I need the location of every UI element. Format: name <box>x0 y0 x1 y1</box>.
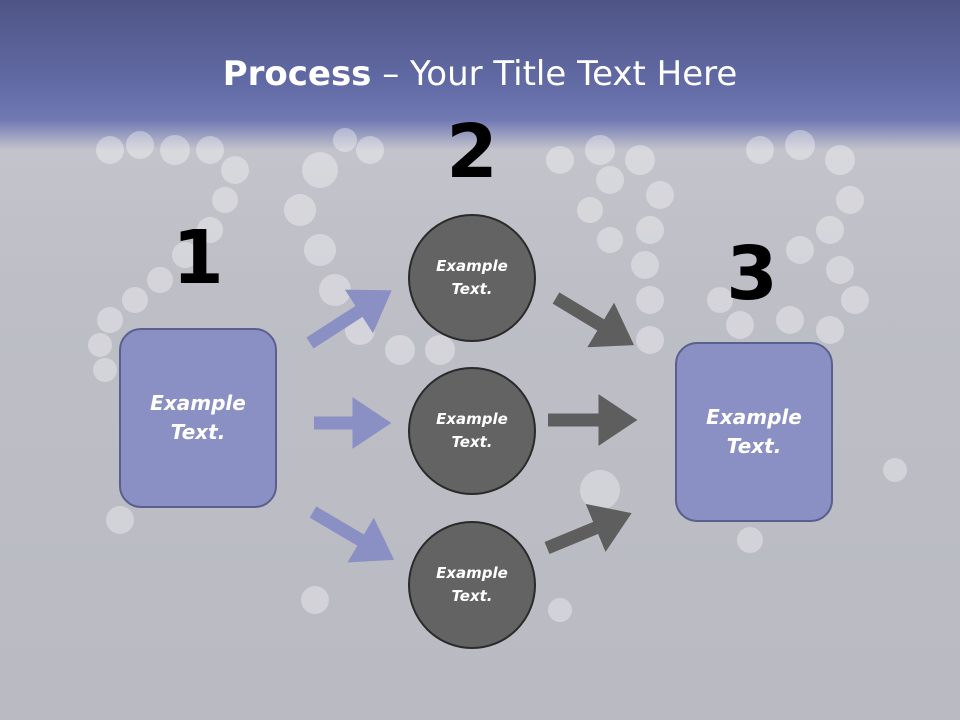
arrow-1-to-2c <box>309 506 395 563</box>
arrow-2c-to-3 <box>544 503 632 555</box>
arrow-1-to-2a <box>306 289 392 349</box>
step-3-box[interactable]: Example Text. <box>675 342 833 522</box>
title-bold: Process <box>222 54 372 94</box>
step-2-circle-2-text: Example Text. <box>436 410 508 451</box>
slide-title: Process – Your Title Text Here <box>0 52 960 96</box>
step-2-circle-1[interactable]: Example Text. <box>408 214 536 342</box>
step-number-1: 1 <box>172 215 224 301</box>
step-2-circle-3[interactable]: Example Text. <box>408 521 536 649</box>
arrow-2a-to-3 <box>552 292 635 348</box>
step-2-circle-2[interactable]: Example Text. <box>408 367 536 495</box>
step-1-text: Example Text. <box>150 391 246 444</box>
title-rest: – Your Title Text Here <box>371 54 738 94</box>
step-2-circle-3-text: Example Text. <box>436 564 508 605</box>
step-number-2: 2 <box>446 109 498 195</box>
step-number-3: 3 <box>726 231 778 317</box>
step-1-box[interactable]: Example Text. <box>119 328 277 508</box>
step-3-text: Example Text. <box>706 405 802 458</box>
step-2-circle-1-text: Example Text. <box>436 257 508 298</box>
title-banner <box>0 0 960 150</box>
